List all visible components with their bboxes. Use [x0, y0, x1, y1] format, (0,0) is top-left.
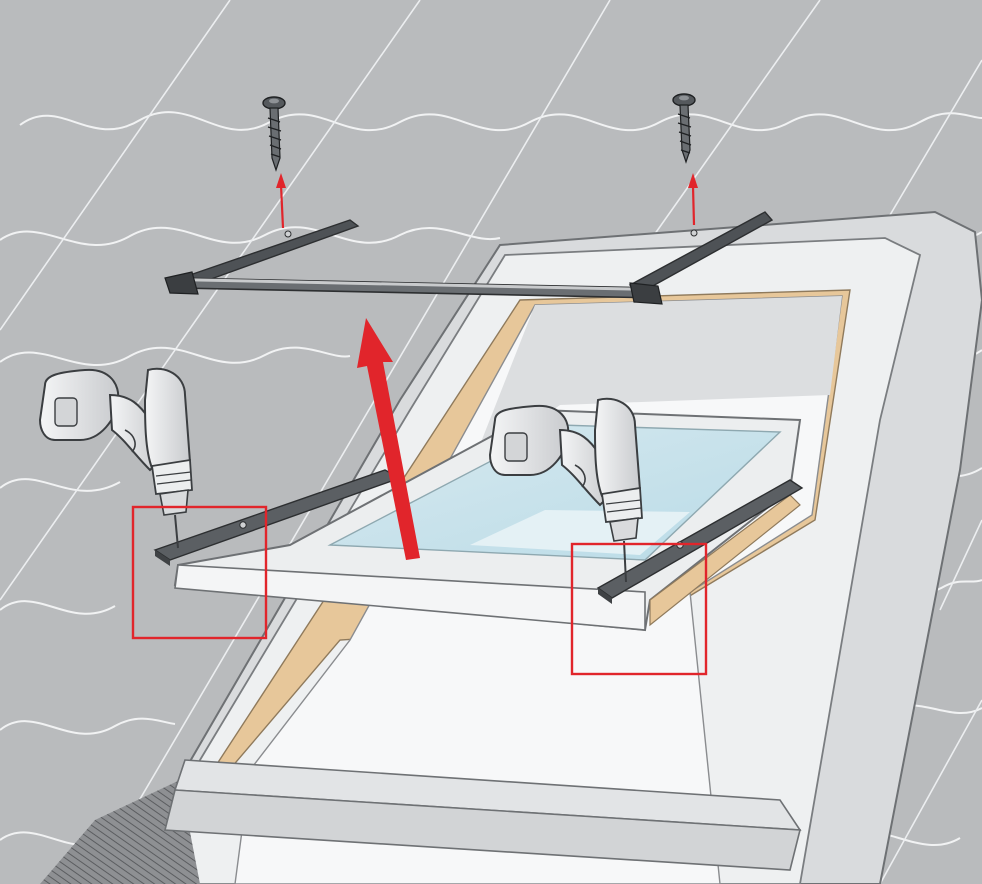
sash-bottom-rail [174, 564, 646, 631]
screw-icon [672, 93, 696, 164]
sash-side-wood [649, 494, 801, 627]
top-bar-right-end [629, 282, 663, 305]
highlight-box-right [570, 542, 708, 676]
highlight-box-left [131, 505, 268, 640]
opening-shadow [470, 296, 842, 470]
gutter-hatch [40, 780, 200, 884]
bottom-frame-trim [163, 789, 802, 871]
screw-icon [262, 96, 286, 172]
drill-icon [488, 397, 643, 583]
top-bar-assembly [164, 211, 774, 305]
top-bar-left-end [164, 271, 199, 295]
arrow-up-icon [688, 173, 698, 226]
arrow-up-icon [357, 318, 420, 560]
arrow-up-icon [276, 173, 286, 229]
